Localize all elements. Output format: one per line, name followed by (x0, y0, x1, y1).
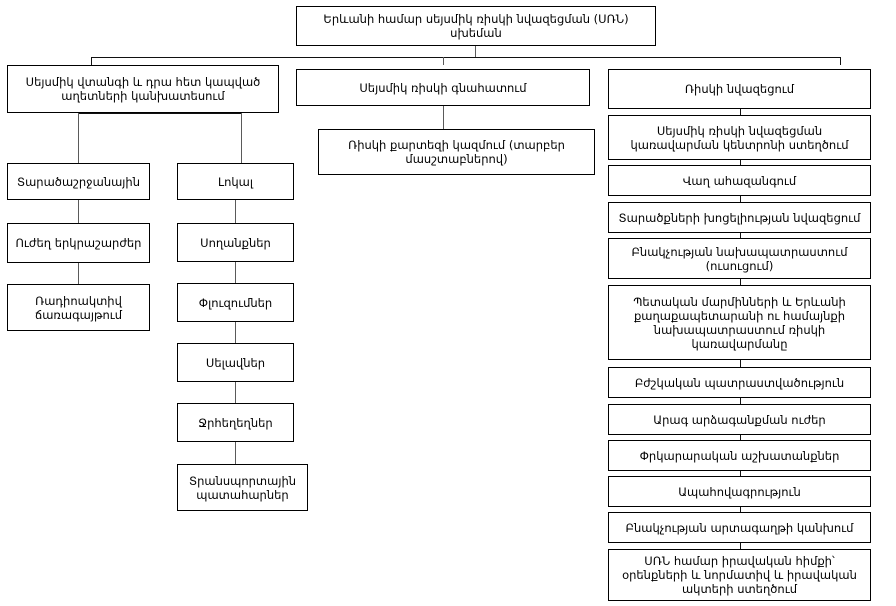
node-vulnerability-label: Տարածքների խոցելիության նվազեցում (618, 210, 861, 225)
connector-reduction-6 (740, 360, 741, 367)
connector-reduction-1 (740, 109, 741, 115)
connector-hazard-to-regional (78, 113, 79, 163)
connector-reduction-5 (740, 279, 741, 285)
connector-reduction-3 (740, 196, 741, 202)
connector-assessment-1 (443, 106, 444, 129)
node-rescue-works: Փրկարարական աշխատանքներ (608, 440, 871, 471)
node-early-warning-label: Վաղ ահազանգում (682, 173, 797, 188)
node-gov-training-label: Պետական մարմինների և Երևանի քաղաքապետարա… (633, 294, 846, 351)
node-branch-hazard: Սեյսմիկ վտանգի և դրա հետ կապված աղետների… (7, 65, 279, 113)
node-risk-map-label: Ռիսկի քարտեզի կազմում (տարբեր մասշտաբներ… (348, 138, 565, 166)
node-landslides-label: Սողանքներ (200, 235, 271, 250)
node-transport-accidents-label: Տրանսպորտային պատահարներ (188, 473, 297, 502)
node-insurance: Ապահովագրություն (608, 476, 871, 507)
node-public-training-label: Բնակչության նախապատրաստում (ուսուցում) (631, 244, 848, 273)
connector-local-2 (235, 262, 236, 283)
node-regional: Տարածաշրջանային (7, 163, 150, 200)
node-local-label: Լոկալ (217, 174, 254, 189)
connector-root-stem (475, 46, 476, 57)
connector-reduction-7 (740, 398, 741, 404)
node-radioactive: Ռադիոակտիվ ճառագայթում (7, 284, 150, 331)
node-transport-accidents: Տրանսպորտային պատահարներ (177, 464, 308, 511)
node-collapses-label: Փլուզումներ (198, 295, 273, 310)
node-rescue-works-label: Փրկարարական աշխատանքներ (639, 448, 840, 463)
connector-reduction-4 (740, 233, 741, 238)
node-radioactive-label: Ռադիոակտիվ ճառագայթում (34, 293, 123, 322)
node-emigration-prevention-label: Բնակչության արտագաղթի կանխում (625, 520, 854, 535)
node-rapid-response-label: Արագ արձագանքման ուժեր (653, 412, 826, 427)
node-rapid-response: Արագ արձագանքման ուժեր (608, 404, 871, 435)
node-mgmt-center-label: Սեյսմիկ ռիսկի նվազեցման կառավարման կենտր… (630, 123, 849, 152)
node-branch-assessment: Սեյսմիկ ռիսկի գնահատում (296, 69, 590, 106)
connector-reduction-8 (740, 435, 741, 440)
connector-local-3 (235, 322, 236, 343)
node-insurance-label: Ապահովագրություն (678, 484, 801, 499)
connector-local-1 (235, 200, 236, 223)
node-root-label: Երևանի համար սեյսմիկ ռիսկի նվազեցման (ՍՌ… (323, 12, 629, 40)
connector-regional-1 (78, 200, 79, 223)
node-mudflows: Սելավներ (177, 343, 294, 382)
node-branch-reduction-label: Ռիսկի նվազեցում (684, 82, 795, 96)
connector-hazard-to-local (241, 113, 242, 163)
node-strong-quakes-label: Ուժեղ երկրաշարժեր (15, 236, 142, 250)
connector-local-4 (235, 382, 236, 403)
node-local: Լոկալ (177, 163, 294, 200)
connector-reduction-9 (740, 471, 741, 476)
node-branch-assessment-label: Սեյսմիկ ռիսկի գնահատում (359, 80, 527, 95)
node-emigration-prevention: Բնակչության արտագաղթի կանխում (608, 512, 871, 543)
connector-reduction-2 (740, 160, 741, 165)
connector-drop-hazard (91, 57, 92, 65)
connector-hazard-bus (78, 113, 241, 114)
node-medical: Բժշկական պատրաստվածություն (608, 367, 871, 398)
connector-reduction-10 (740, 507, 741, 512)
node-strong-quakes: Ուժեղ երկրաշարժեր (7, 223, 150, 263)
connector-reduction-11 (740, 543, 741, 549)
node-floods: Ջրհեղեղներ (177, 403, 294, 442)
node-medical-label: Բժշկական պատրաստվածություն (634, 375, 845, 390)
node-regional-label: Տարածաշրջանային (16, 174, 141, 189)
node-root: Երևանի համար սեյսմիկ ռիսկի նվազեցման (ՍՌ… (296, 6, 656, 46)
node-legal-basis: ՍՌՆ համար իրավական հիմքի՝ օրենքների և նո… (608, 549, 871, 601)
node-early-warning: Վաղ ահազանգում (608, 165, 871, 196)
connector-root-bus (91, 57, 841, 58)
node-landslides: Սողանքներ (177, 223, 294, 262)
node-floods-label: Ջրհեղեղներ (198, 415, 273, 430)
node-public-training: Բնակչության նախապատրաստում (ուսուցում) (608, 238, 871, 279)
connector-drop-assessment (443, 57, 444, 65)
node-branch-hazard-label: Սեյսմիկ վտանգի և դրա հետ կապված աղետների… (25, 75, 261, 103)
node-mgmt-center: Սեյսմիկ ռիսկի նվազեցման կառավարման կենտր… (608, 115, 871, 160)
node-gov-training: Պետական մարմինների և Երևանի քաղաքապետարա… (608, 285, 871, 360)
node-vulnerability: Տարածքների խոցելիության նվազեցում (608, 202, 871, 233)
node-collapses: Փլուզումներ (177, 283, 294, 322)
connector-regional-2 (78, 263, 79, 284)
node-mudflows-label: Սելավներ (205, 355, 266, 370)
node-risk-map: Ռիսկի քարտեզի կազմում (տարբեր մասշտաբներ… (318, 129, 595, 175)
node-branch-reduction: Ռիսկի նվազեցում (608, 69, 871, 109)
connector-local-5 (235, 442, 236, 464)
connector-drop-reduction (840, 57, 841, 65)
node-legal-basis-label: ՍՌՆ համար իրավական հիմքի՝ օրենքների և նո… (622, 554, 857, 596)
